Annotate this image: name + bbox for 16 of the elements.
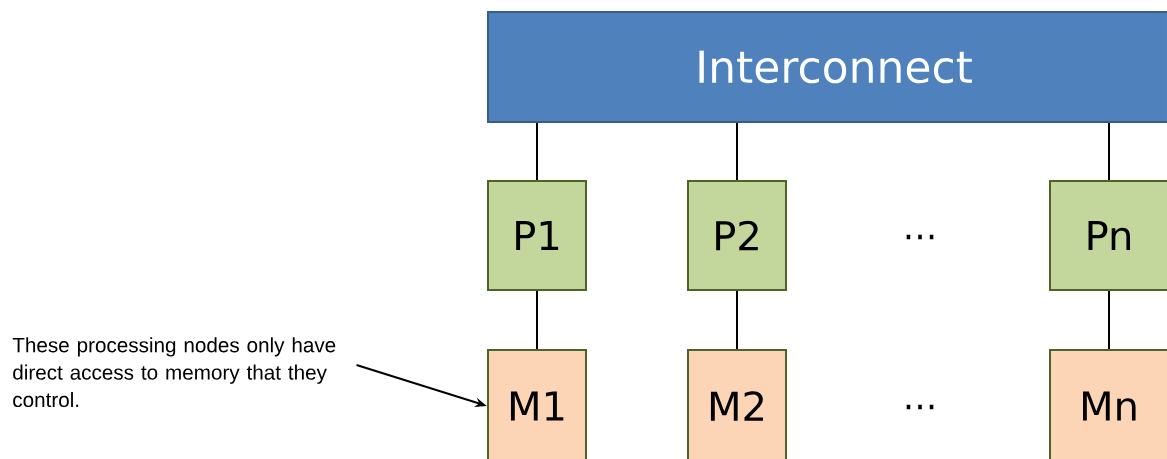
- memory-box: M2: [687, 349, 787, 459]
- connector-line: [536, 122, 538, 181]
- connector-line: [736, 122, 738, 181]
- interconnect-box: Interconnect: [487, 11, 1167, 123]
- ellipsis: …: [906, 404, 934, 410]
- connector-line: [536, 290, 538, 350]
- connector-line: [1108, 290, 1110, 350]
- memory-box: M1: [487, 349, 587, 459]
- connector-line: [1108, 122, 1110, 181]
- processor-box: Pn: [1049, 180, 1167, 291]
- ellipsis: …: [906, 234, 934, 240]
- processor-box: P2: [687, 180, 787, 291]
- processor-box: P1: [487, 180, 587, 291]
- annotation-text: These processing nodes only have direct access to memory that they control.: [12, 337, 336, 408]
- memory-box: Mn: [1049, 349, 1167, 459]
- connector-line: [736, 290, 738, 350]
